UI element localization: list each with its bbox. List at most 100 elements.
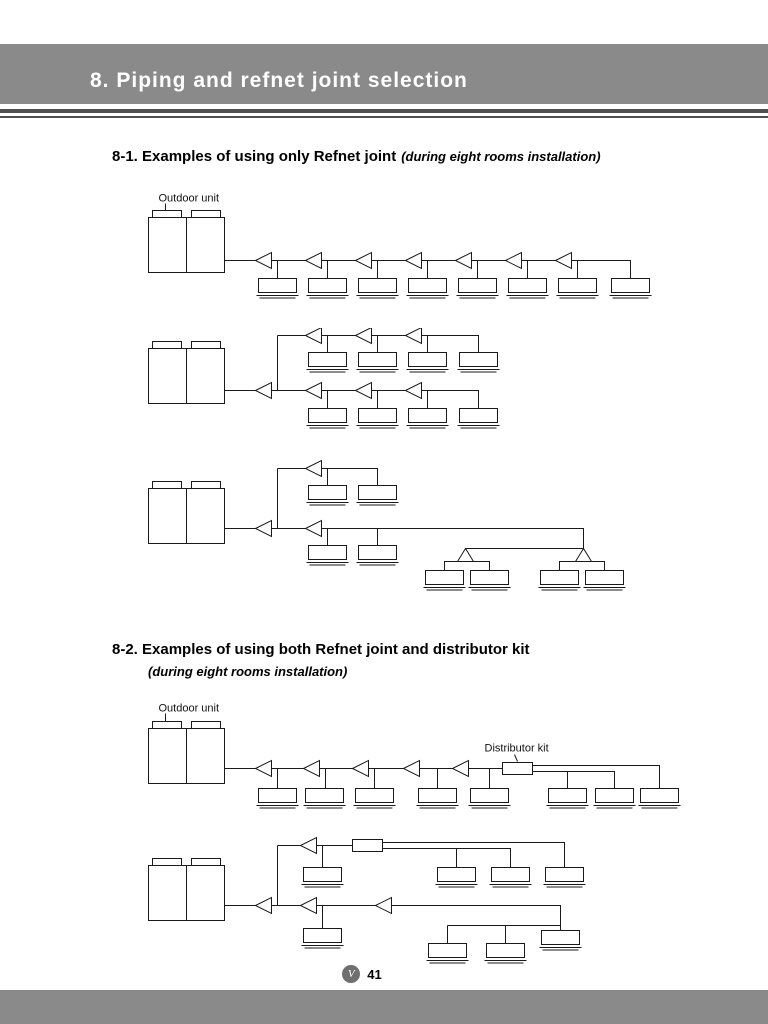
outdoor-unit-label: Outdoor unit: [159, 193, 220, 205]
refnet-joint-icon: [255, 520, 272, 537]
indoor-unit: [539, 930, 582, 951]
section-8-1-title: 8-1. Examples of using only Refnet joint: [112, 148, 397, 165]
indoor-unit: [593, 788, 636, 809]
pipe-lines: [165, 203, 631, 279]
indoor-unit: [538, 570, 581, 591]
pipe-lines: [165, 713, 660, 789]
indoor-unit: [303, 788, 346, 809]
refnet-joint-icon: [303, 760, 320, 777]
refnet-joint-icon: [305, 382, 322, 399]
diagram-refnet-only-mixed: [148, 460, 626, 591]
refnet-joint-icon: [300, 837, 317, 854]
diagram-refnet-only-two-rows: [148, 328, 500, 429]
distributor-kit-label: Distributor kit: [485, 743, 549, 755]
refnet-joint-icon: [452, 760, 469, 777]
indoor-unit: [484, 943, 527, 964]
indoor-unit: [468, 570, 511, 591]
refnet-joint-icon: [352, 760, 369, 777]
header-rule-thick: [0, 109, 768, 113]
refnet-joint-icon: [405, 328, 422, 344]
refnet-joint-icon: [255, 760, 272, 777]
refnet-joint-icon: [305, 460, 322, 477]
refnet-joint-icon: [355, 328, 372, 344]
distributor-kit: [502, 762, 533, 775]
indoor-unit: [457, 408, 500, 429]
refnet-joint-icon: [405, 252, 422, 269]
refnet-header-icon: [457, 548, 474, 562]
refnet-joint-icon: [255, 252, 272, 269]
refnet-joint-icon: [305, 252, 322, 269]
refnet-joint-icon: [455, 252, 472, 269]
refnet-joint-icon: [300, 897, 317, 914]
refnet-joint-icon: [403, 760, 420, 777]
indoor-unit: [638, 788, 681, 809]
pipe-lines: [224, 468, 605, 571]
indoor-unit: [306, 485, 349, 506]
section-8-2-note: (during eight rooms installation): [148, 663, 348, 679]
refnet-joint-icon: [555, 252, 572, 269]
refnet-header-icon: [575, 548, 592, 562]
refnet-joint-icon: [375, 897, 392, 914]
indoor-unit: [456, 278, 499, 299]
pipe-lines: [224, 335, 479, 409]
refnet-joint-icon: [505, 252, 522, 269]
indoor-unit: [426, 943, 469, 964]
footer-bar: [0, 990, 768, 1024]
indoor-unit: [356, 352, 399, 373]
indoor-unit: [256, 788, 299, 809]
indoor-unit: [306, 408, 349, 429]
section-8-1-note: (during eight rooms installation): [401, 149, 601, 164]
indoor-unit: [306, 278, 349, 299]
outdoor-unit: [148, 721, 225, 784]
indoor-unit: [353, 788, 396, 809]
outdoor-unit: [148, 858, 225, 921]
indoor-unit: [406, 278, 449, 299]
indoor-unit: [256, 278, 299, 299]
header-bar: 8. Piping and refnet joint selection: [0, 44, 768, 104]
pipe-lines: [224, 842, 565, 944]
section-8-1-heading: 8-1. Examples of using only Refnet joint…: [112, 148, 601, 167]
refnet-joint-icon: [405, 382, 422, 399]
volume-badge: V: [342, 965, 361, 983]
header-rule-thin: [0, 116, 768, 118]
distributor-kit: [352, 839, 383, 852]
indoor-unit: [506, 278, 549, 299]
section-8-2-heading: 8-2. Examples of using both Refnet joint…: [112, 641, 530, 680]
indoor-unit: [356, 408, 399, 429]
outdoor-unit: [148, 481, 225, 544]
indoor-unit: [457, 352, 500, 373]
indoor-unit: [416, 788, 459, 809]
refnet-joint-icon: [255, 382, 272, 399]
indoor-unit: [423, 570, 466, 591]
indoor-unit: [546, 788, 589, 809]
indoor-unit: [306, 545, 349, 566]
indoor-unit: [583, 570, 626, 591]
outdoor-unit-label: Outdoor unit: [159, 703, 220, 715]
indoor-unit: [435, 867, 478, 888]
indoor-unit: [556, 278, 599, 299]
page-number: 41: [367, 966, 382, 982]
indoor-unit: [609, 278, 652, 299]
outdoor-unit: [148, 210, 225, 273]
indoor-unit: [543, 867, 586, 888]
indoor-unit: [468, 788, 511, 809]
refnet-joint-icon: [355, 382, 372, 399]
refnet-joint-icon: [305, 328, 322, 344]
refnet-joint-icon: [355, 252, 372, 269]
indoor-unit: [406, 408, 449, 429]
indoor-unit: [406, 352, 449, 373]
indoor-unit: [356, 545, 399, 566]
outdoor-unit: [148, 341, 225, 404]
refnet-joint-icon: [255, 897, 272, 914]
indoor-unit: [301, 867, 344, 888]
indoor-unit: [356, 485, 399, 506]
indoor-unit: [356, 278, 399, 299]
diagram-refnet-only-row: Outdoor unit: [148, 193, 652, 299]
diagram-refnet-distributor-branched: [148, 837, 586, 964]
indoor-unit: [489, 867, 532, 888]
section-8-2-title: 8-2. Examples of using both Refnet joint…: [112, 641, 530, 658]
indoor-unit: [301, 928, 344, 949]
page-number-row: V 41: [0, 965, 746, 983]
indoor-unit: [306, 352, 349, 373]
